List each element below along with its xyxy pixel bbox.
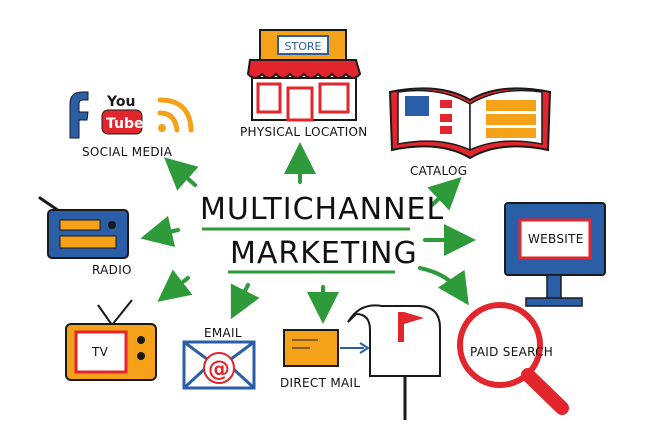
social-media-icons: You Tube — [69, 91, 194, 139]
arrow-radio — [140, 215, 180, 248]
arrow-email — [230, 283, 260, 320]
label-direct-mail: DIRECT MAIL — [280, 376, 361, 390]
direct-mail-icon — [283, 304, 441, 420]
at-sign: @ — [208, 357, 230, 382]
arrow-social-media — [164, 157, 199, 191]
svg-text:Tube: Tube — [106, 116, 144, 132]
website-icon — [504, 202, 606, 307]
arrow-catalog — [427, 177, 462, 211]
facebook-icon — [69, 91, 89, 139]
radio-icon — [38, 196, 129, 259]
paid-search-icon — [457, 302, 569, 415]
store-icon: STORE — [246, 29, 362, 122]
tv-icon — [65, 299, 157, 381]
label-paid-search: PAID SEARCH — [470, 345, 554, 359]
email-icon: @ — [182, 340, 256, 390]
arrow-paid-search — [418, 266, 469, 306]
label-catalog: CATALOG — [410, 164, 468, 178]
svg-text:You: You — [106, 94, 135, 110]
catalog-icon — [388, 87, 552, 160]
label-email: EMAIL — [204, 326, 242, 340]
rss-icon — [157, 97, 194, 133]
arrow-tv — [157, 269, 193, 302]
store-sign: STORE — [285, 40, 322, 53]
youtube-icon: You Tube — [101, 94, 144, 135]
label-radio: RADIO — [92, 263, 132, 277]
label-social-media: SOCIAL MEDIA — [82, 145, 173, 159]
title-line-2: MARKETING — [230, 236, 418, 271]
label-physical-location: PHYSICAL LOCATION — [240, 125, 368, 139]
arrows — [140, 142, 476, 324]
title-line-1: MULTICHANNEL — [200, 192, 445, 227]
label-website: WEBSITE — [528, 232, 584, 246]
label-tv: TV — [92, 345, 109, 359]
